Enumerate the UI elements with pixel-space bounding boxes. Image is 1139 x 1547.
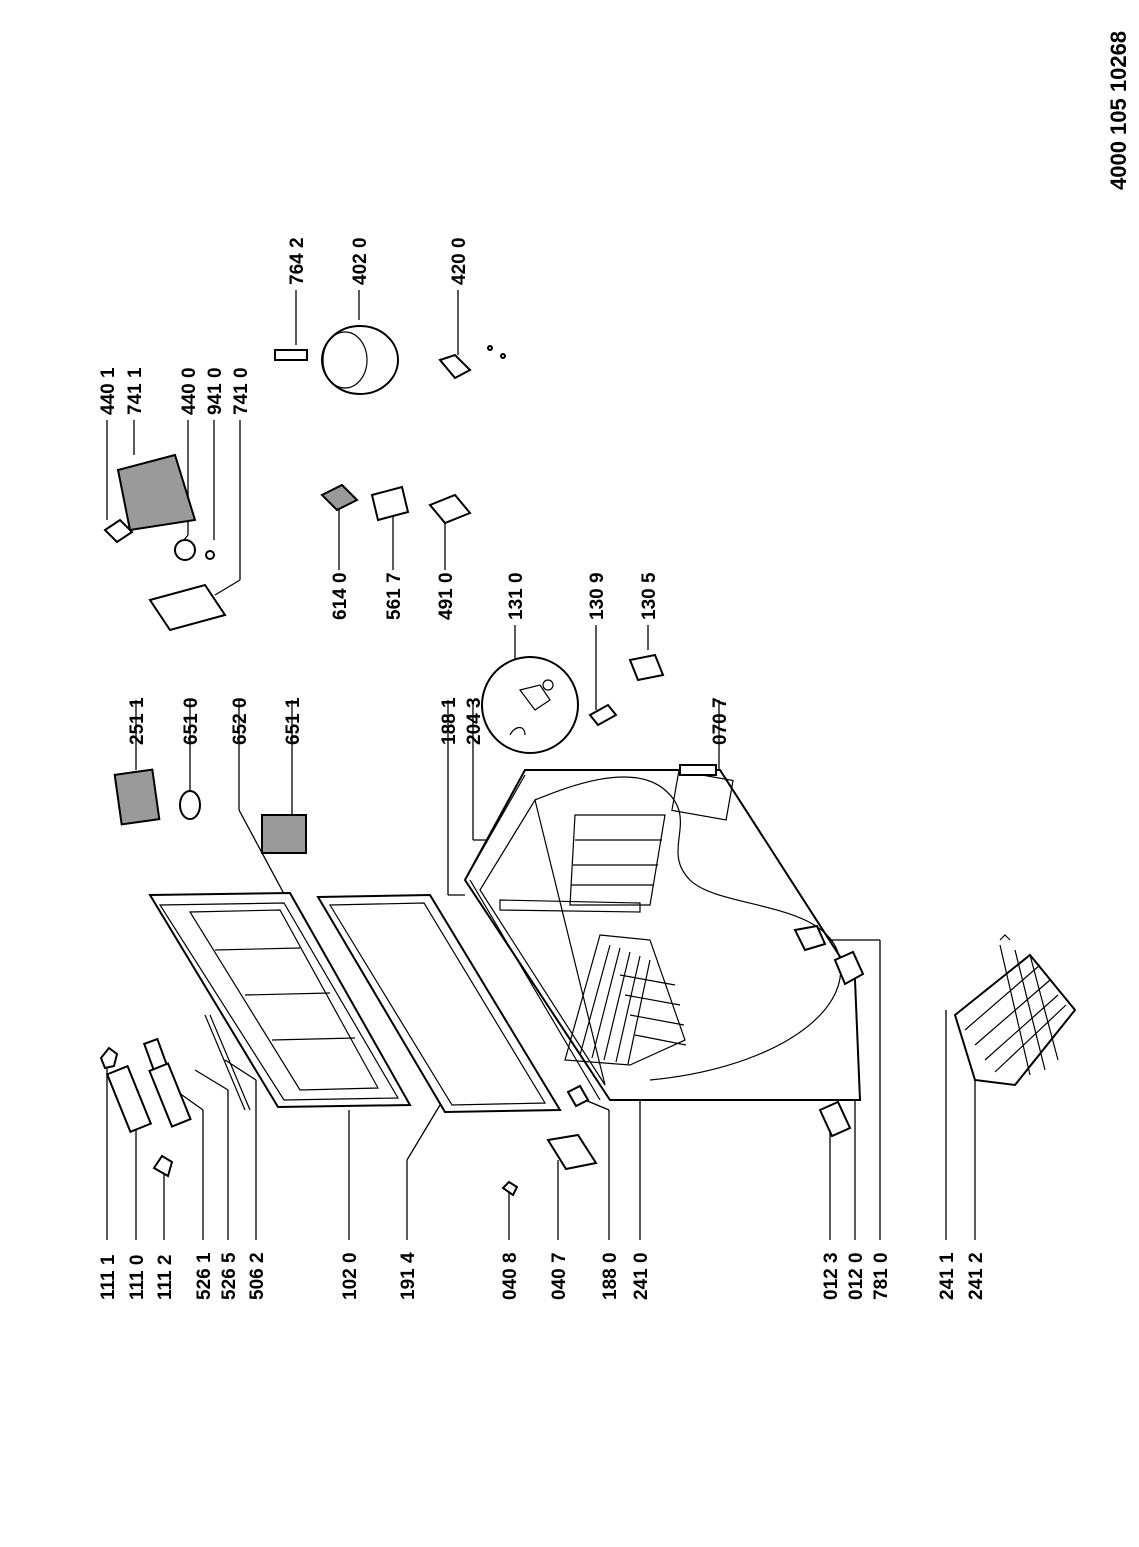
lid-stop-188-0 bbox=[566, 1084, 590, 1108]
label-130-9: 130 9 bbox=[587, 572, 608, 620]
document-number: 4000 105 10268 bbox=[1106, 31, 1131, 190]
handle-end-cap-111-1 bbox=[99, 1046, 119, 1070]
seal-strip-506-2 bbox=[204, 1014, 251, 1111]
label-111-1: 111 1 bbox=[98, 1254, 119, 1300]
cover-040-7 bbox=[546, 1133, 598, 1171]
fan-motor-440-0 bbox=[174, 539, 196, 561]
label-741-0: 741 0 bbox=[231, 367, 252, 415]
label-241-1: 241 1 bbox=[937, 1252, 958, 1300]
cabinet-body bbox=[463, 764, 865, 1108]
filter-drier-764-2 bbox=[274, 349, 308, 361]
handle-parts bbox=[99, 1014, 251, 1178]
switch-130-5 bbox=[628, 653, 665, 682]
lid-102-0 bbox=[148, 891, 412, 1109]
label-191-4: 191 4 bbox=[398, 1252, 419, 1300]
fan-bracket-741-0 bbox=[148, 583, 227, 632]
thermostat-130-9 bbox=[588, 703, 618, 727]
label-440-1: 440 1 bbox=[98, 367, 119, 415]
fan-housing-741-1 bbox=[116, 453, 197, 532]
basket-241-0 bbox=[564, 934, 687, 1066]
hinge-bracket-012-0 bbox=[793, 924, 827, 952]
label-204-3: 204 3 bbox=[464, 697, 485, 745]
detail-circle-131-0 bbox=[481, 653, 665, 754]
control-parts bbox=[113, 768, 307, 854]
label-614-0: 614 0 bbox=[330, 572, 351, 620]
label-111-0: 111 0 bbox=[127, 1255, 148, 1300]
label-040-7: 040 7 bbox=[549, 1252, 570, 1300]
fan-blade-440-1 bbox=[103, 518, 134, 544]
label-491-0: 491 0 bbox=[436, 572, 457, 620]
label-188-1: 188 1 bbox=[439, 697, 460, 745]
foot-781-0 bbox=[833, 950, 865, 986]
control-panel-651-1 bbox=[261, 814, 307, 854]
label-652-0: 652 0 bbox=[230, 697, 251, 745]
label-012-0: 012 0 bbox=[846, 1252, 867, 1300]
middle-labels: 251 1 651 0 652 0 651 1 188 1 204 3 070 … bbox=[98, 237, 731, 745]
label-526-5: 526 5 bbox=[219, 1252, 240, 1300]
label-440-0: 440 0 bbox=[179, 367, 200, 415]
lamp-651-0 bbox=[179, 790, 201, 820]
label-131-0: 131 0 bbox=[506, 572, 527, 620]
compressor-parts bbox=[274, 325, 506, 395]
handle-111-0 bbox=[105, 1064, 153, 1134]
label-506-2: 506 2 bbox=[247, 1252, 268, 1300]
label-402-0: 402 0 bbox=[350, 237, 371, 285]
left-leader-lines bbox=[106, 939, 976, 1240]
label-111-2: 111 2 bbox=[155, 1255, 176, 1300]
compressor-402-0 bbox=[321, 325, 399, 395]
handle-end-cap-111-2 bbox=[152, 1154, 174, 1178]
label-741-1: 741 1 bbox=[125, 367, 146, 415]
terminal-491-0 bbox=[428, 493, 472, 525]
label-651-1: 651 1 bbox=[283, 697, 304, 745]
cover-251-1 bbox=[113, 768, 161, 826]
label-526-1: 526 1 bbox=[194, 1252, 215, 1300]
start-relay-420-0 bbox=[438, 353, 472, 380]
basket-241-1 bbox=[953, 934, 1077, 1087]
label-651-0: 651 0 bbox=[181, 697, 202, 745]
label-251-1: 251 1 bbox=[127, 697, 148, 745]
relay-614-0 bbox=[320, 483, 359, 512]
screw-941-0 bbox=[205, 550, 215, 560]
label-130-5: 130 5 bbox=[639, 572, 660, 620]
gasket-frame-191-4 bbox=[316, 893, 562, 1114]
label-420-0: 420 0 bbox=[449, 237, 470, 285]
hinge-526-5 bbox=[148, 1062, 192, 1128]
label-241-0: 241 0 bbox=[631, 1252, 652, 1300]
label-241-2: 241 2 bbox=[966, 1252, 987, 1300]
label-012-3: 012 3 bbox=[821, 1252, 842, 1300]
label-102-0: 102 0 bbox=[340, 1252, 361, 1300]
label-040-8: 040 8 bbox=[500, 1252, 521, 1300]
electrical-parts bbox=[320, 483, 472, 525]
label-070-7: 070 7 bbox=[710, 697, 731, 745]
fan-assembly bbox=[103, 453, 227, 632]
fuse-561-7 bbox=[370, 485, 410, 522]
clip-040-8 bbox=[501, 1180, 519, 1197]
label-561-7: 561 7 bbox=[384, 572, 405, 620]
label-941-0: 941 0 bbox=[205, 367, 226, 415]
vent-grille-070-7 bbox=[679, 764, 717, 776]
inner-tray-204-3 bbox=[499, 814, 666, 913]
bracket-012-3 bbox=[818, 1100, 852, 1138]
label-188-0: 188 0 bbox=[600, 1252, 621, 1300]
left-labels: 111 1 111 0 111 2 526 1 526 5 506 2 102 … bbox=[98, 1252, 987, 1300]
label-781-0: 781 0 bbox=[871, 1252, 892, 1300]
label-764-2: 764 2 bbox=[287, 237, 308, 285]
small-parts-left bbox=[501, 1100, 852, 1197]
